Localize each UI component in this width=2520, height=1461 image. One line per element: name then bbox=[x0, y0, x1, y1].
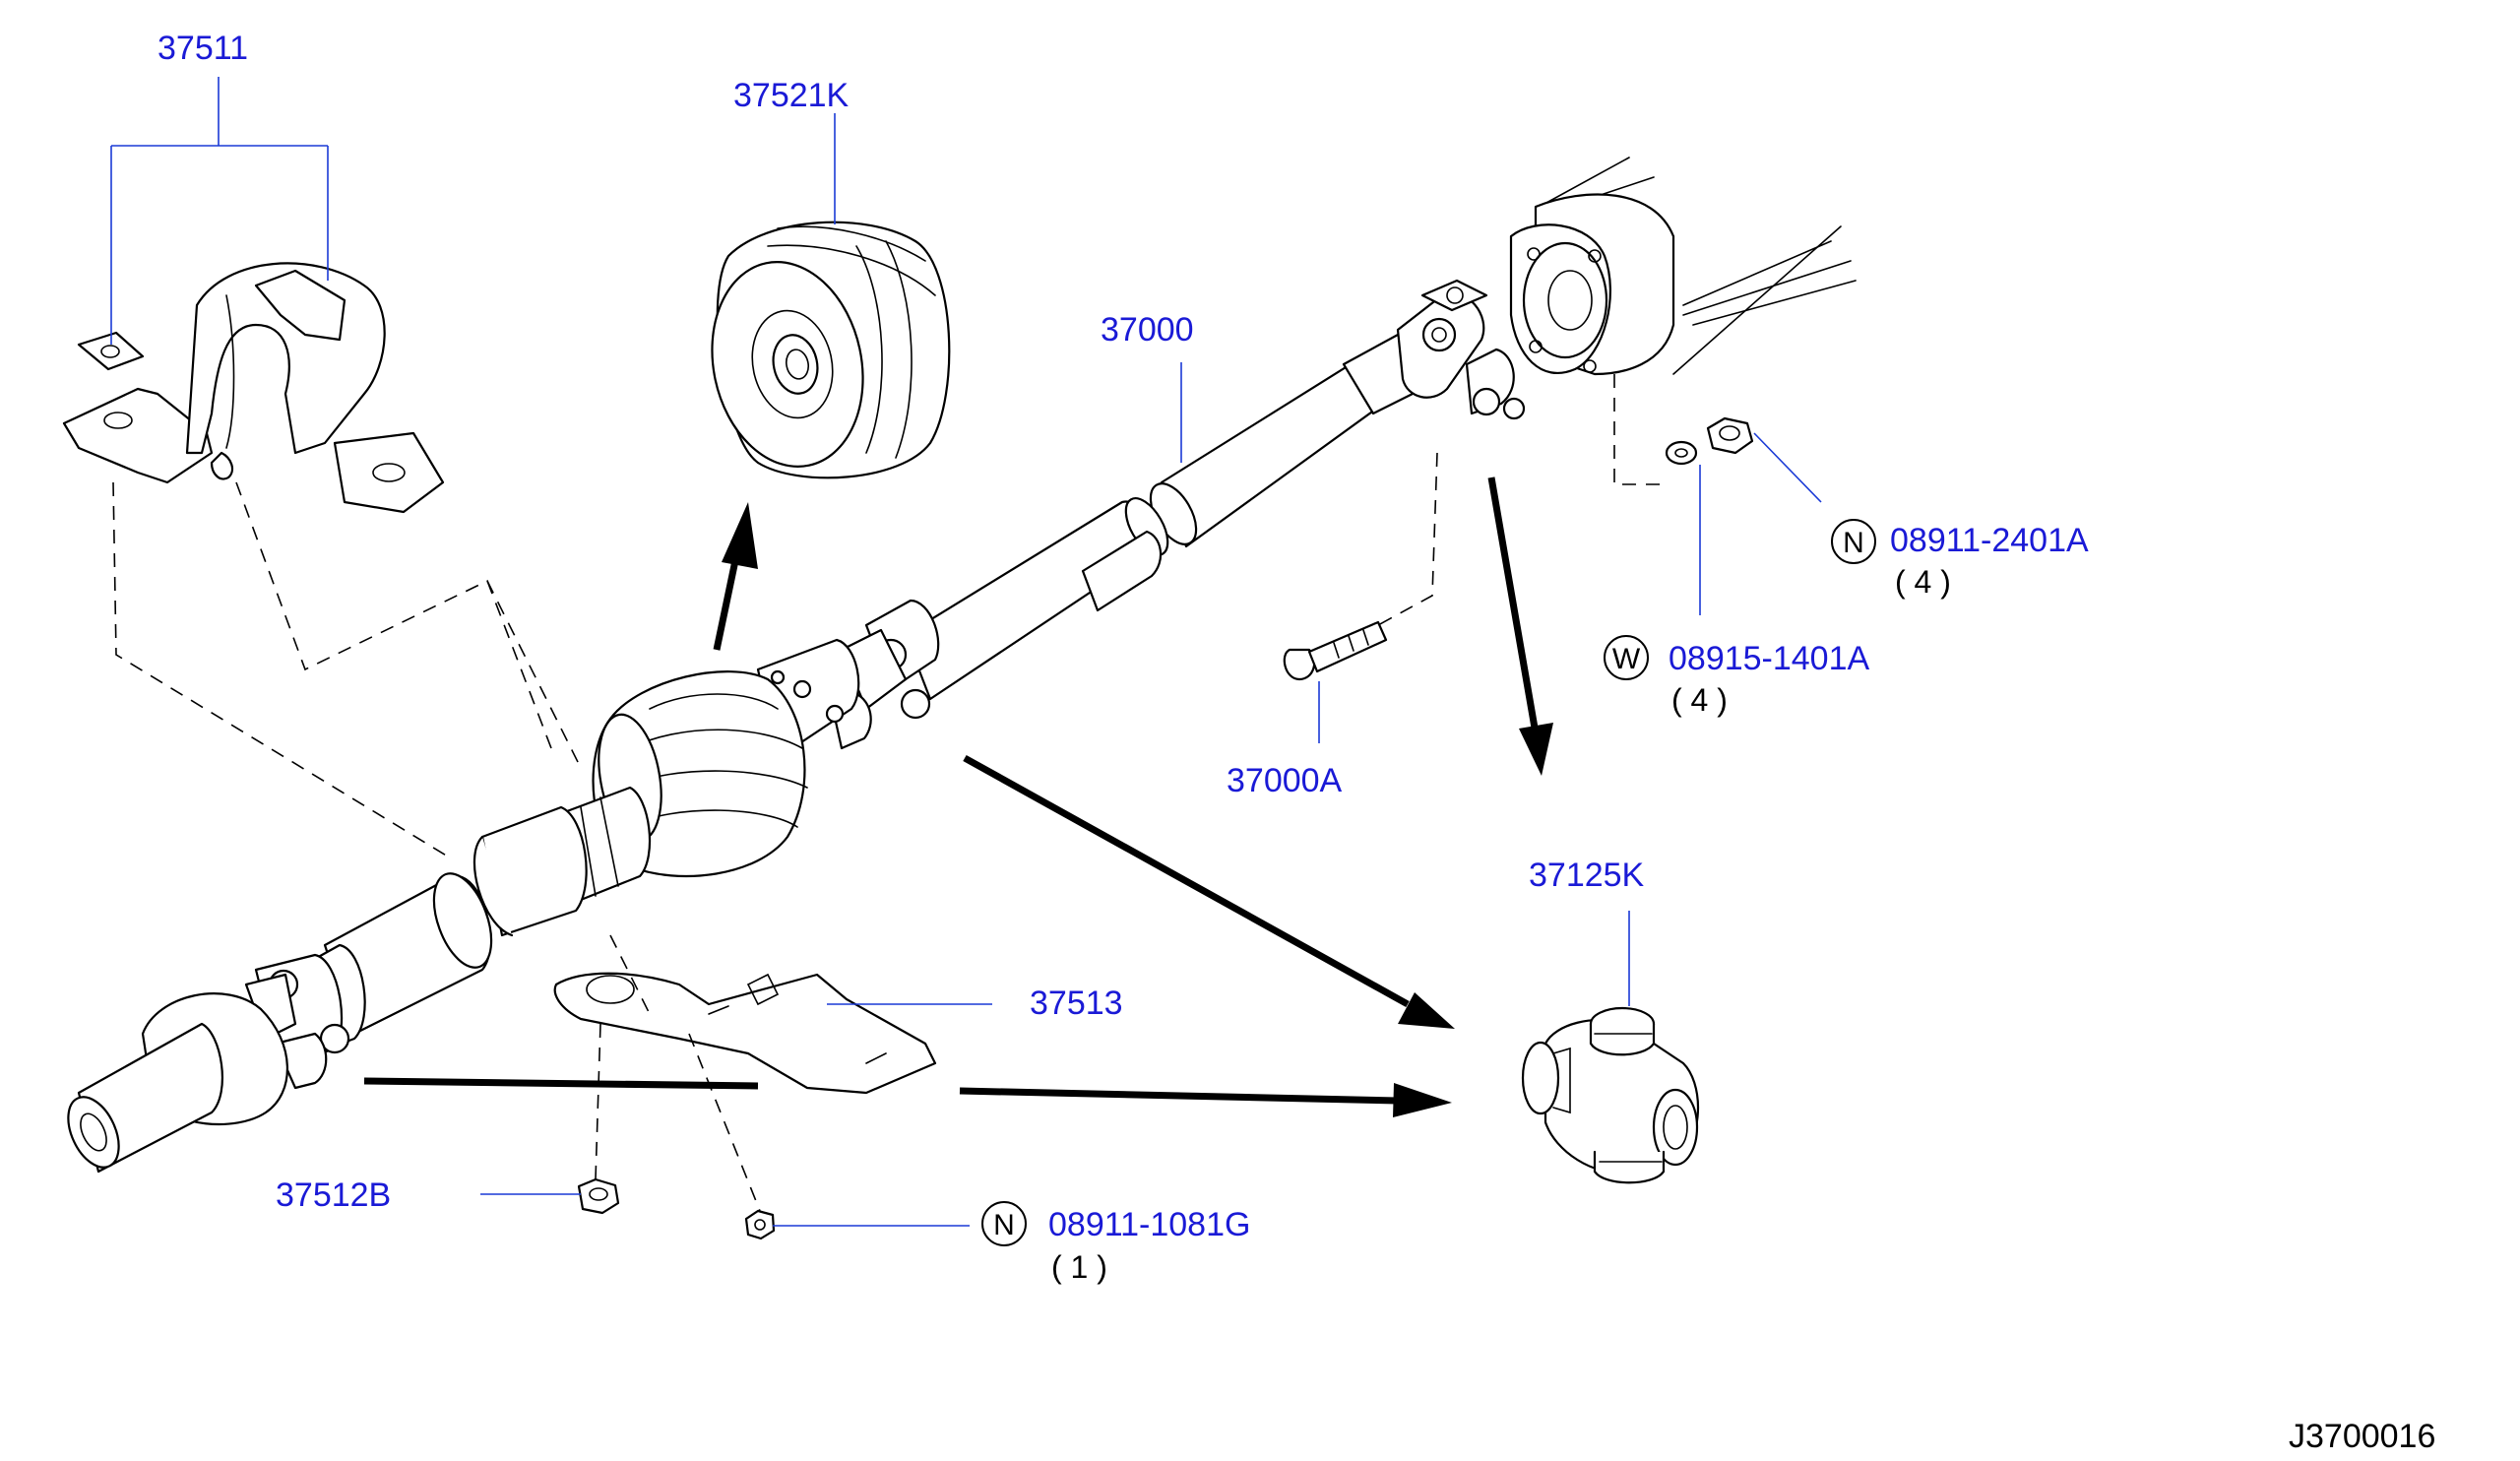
washer-callout-letter: W bbox=[1612, 643, 1641, 675]
qty-08911-2401a: ( 4 ) bbox=[1895, 564, 1951, 600]
label-08915-1401a: 08915-1401A bbox=[1669, 640, 1870, 677]
center-bearing-bracket-37511 bbox=[62, 262, 445, 514]
label-08911-1081g: 08911-1081G bbox=[1048, 1206, 1250, 1243]
leader-lines bbox=[110, 77, 1822, 1227]
differential-housing bbox=[1509, 157, 1857, 376]
qty-08915-1401a: ( 4 ) bbox=[1671, 682, 1728, 718]
bracket-37513 bbox=[553, 972, 937, 1095]
label-37513: 37513 bbox=[1030, 985, 1123, 1022]
nut-08911-1081g bbox=[744, 1209, 776, 1240]
nut-08911-2401a bbox=[1706, 416, 1754, 455]
callout-labels: 37511 37521K 37000 N 08911-2401A ( 4 ) W… bbox=[158, 30, 2435, 1455]
label-37000: 37000 bbox=[1101, 311, 1194, 349]
washer-callout-circle bbox=[1604, 635, 1649, 680]
diagram-code: J3700016 bbox=[2289, 1418, 2435, 1455]
qty-08911-1081g: ( 1 ) bbox=[1051, 1249, 1107, 1285]
universal-joint-37125k bbox=[1521, 1006, 1699, 1184]
nut-callout-circle bbox=[1831, 519, 1876, 564]
label-37000a: 37000A bbox=[1227, 762, 1343, 799]
nut-1081g-callout-letter: N bbox=[993, 1209, 1015, 1241]
label-37511: 37511 bbox=[158, 30, 248, 67]
washer-08915-1401a bbox=[1665, 440, 1698, 466]
propeller-shaft-assembly bbox=[67, 279, 1526, 1174]
nut-1081g-callout-circle bbox=[981, 1201, 1027, 1246]
nut-callout-letter: N bbox=[1843, 527, 1864, 559]
label-37125k: 37125K bbox=[1529, 857, 1645, 894]
label-37512b: 37512B bbox=[276, 1176, 391, 1214]
direction-arrows bbox=[363, 476, 1553, 1117]
label-08911-2401a: 08911-2401A bbox=[1890, 522, 2089, 559]
bolt-37000a bbox=[1283, 620, 1388, 681]
nut-37512b bbox=[577, 1177, 620, 1215]
label-37521k: 37521K bbox=[733, 77, 850, 114]
assembly-dashed-lines bbox=[112, 374, 1664, 1212]
center-bearing-37521k bbox=[711, 221, 951, 479]
